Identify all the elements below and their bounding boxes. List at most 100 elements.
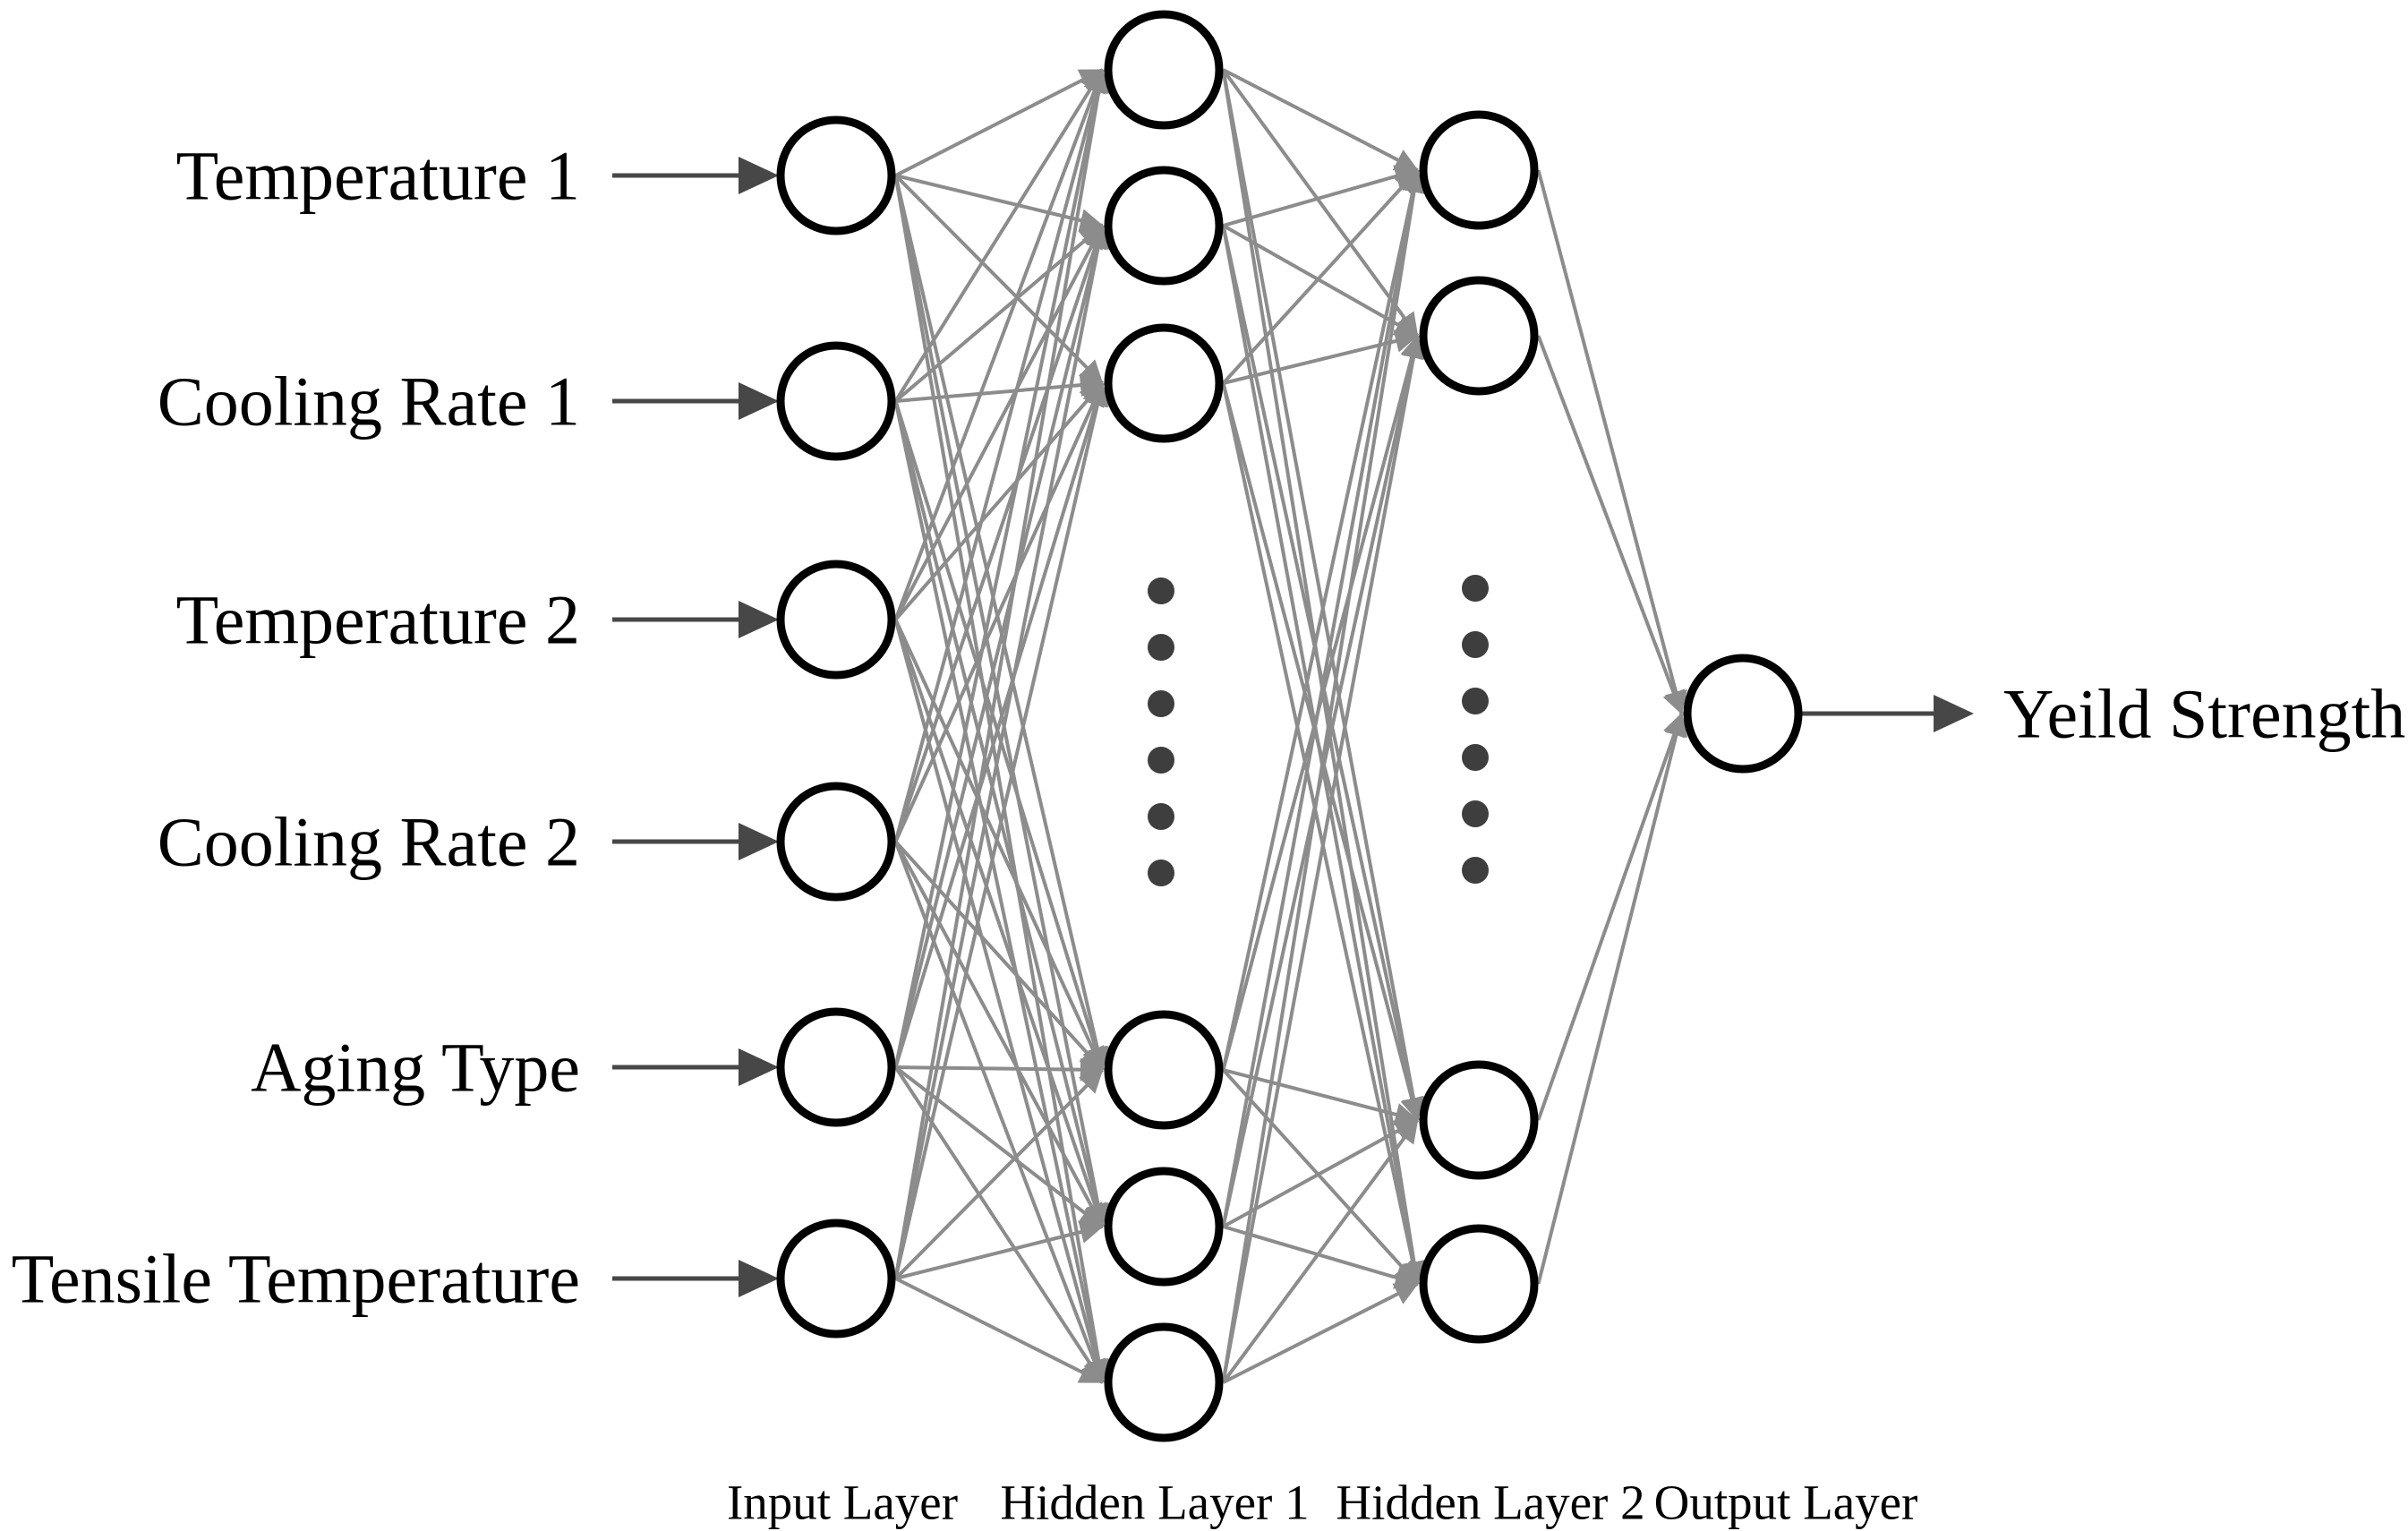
connection-hidden1-to-hidden2: [1221, 168, 1425, 1227]
hidden2-ellipsis-dot: [1462, 744, 1489, 771]
connection-input-to-hidden1: [893, 68, 1106, 620]
connection-input-to-hidden1: [893, 68, 1108, 842]
connection-hidden1-to-hidden2: [1221, 1118, 1420, 1384]
connection-input-to-hidden1: [893, 1065, 1105, 1384]
output-neuron-node: [1683, 654, 1803, 774]
hidden1-ellipsis-dot: [1148, 860, 1174, 886]
input-arrow-1-head-icon: [739, 382, 779, 420]
connection-input-to-hidden1: [893, 68, 1110, 1068]
hidden2-neuron-node: [1419, 276, 1539, 396]
connection-input-to-hidden1: [893, 175, 1109, 1072]
input-neuron-node: [776, 782, 896, 902]
hidden2-ellipsis-dot: [1462, 688, 1489, 714]
layer-label: Hidden Layer 1: [1000, 1475, 1309, 1530]
connection-hidden1-to-hidden2: [1222, 168, 1419, 385]
hidden1-ellipsis-dot: [1148, 747, 1174, 774]
connection-hidden1-to-hidden2: [1222, 1282, 1419, 1384]
connection-hidden1-to-hidden2: [1222, 1225, 1419, 1289]
connection-input-to-hidden1: [893, 224, 1105, 620]
hidden1-ellipsis-dot: [1148, 803, 1174, 830]
layer-label: Input Layer: [727, 1475, 958, 1530]
connection-input-to-hidden1: [893, 619, 1108, 1384]
hidden1-ellipsis-dot: [1148, 690, 1174, 717]
connection-hidden1-to-hidden2: [1221, 382, 1424, 1286]
hidden2-ellipsis-dot: [1462, 857, 1489, 884]
connection-input-to-hidden1: [893, 381, 1105, 842]
input-label: Tensile Temperature: [12, 1240, 580, 1318]
input-arrow-2-head-icon: [739, 601, 779, 638]
input-label: Cooling Rate 1: [158, 363, 580, 440]
hidden1-neuron-node: [1104, 1322, 1224, 1442]
io-arrows-group: [612, 157, 1974, 1297]
hidden2-ellipsis-dot: [1462, 631, 1489, 658]
hidden2-neuron-node: [1419, 110, 1539, 230]
input-label: Cooling Rate 2: [158, 803, 580, 881]
connection-input-to-hidden1: [893, 224, 1106, 842]
connection-hidden2-to-output: [1536, 335, 1685, 715]
connection-input-to-hidden1: [895, 373, 1104, 403]
hidden1-neuron-node: [1104, 1010, 1224, 1130]
connection-input-to-hidden1: [893, 381, 1105, 621]
connection-input-to-hidden1: [895, 1220, 1104, 1280]
connection-input-to-hidden1: [894, 1068, 1104, 1280]
labels-group: Temperature 1 Cooling Rate 1 Temperature 2…: [12, 137, 2406, 1530]
connection-input-to-hidden1: [893, 381, 1107, 1068]
hidden1-neuron-node: [1104, 166, 1224, 286]
connection-input-to-hidden1: [893, 224, 1110, 1279]
layer-label: Hidden Layer 2: [1336, 1475, 1644, 1530]
input-label: Temperature 2: [176, 581, 580, 659]
connection-input-to-hidden1: [895, 174, 1104, 232]
hidden2-neuron-node: [1419, 1224, 1539, 1344]
input-label: Aging Type: [251, 1029, 580, 1107]
hidden1-neuron-node: [1104, 10, 1224, 130]
input-neuron-node: [776, 560, 896, 680]
connection-input-to-hidden1: [893, 619, 1106, 1228]
output-label: Yeild Strength: [2003, 675, 2405, 753]
connection-input-to-hidden1: [893, 400, 1110, 1384]
output-arrow-head-icon: [1934, 695, 1974, 732]
connection-input-to-hidden1: [893, 68, 1105, 403]
input-arrow-0-head-icon: [739, 157, 779, 194]
hidden2-ellipsis-dot: [1462, 575, 1489, 602]
connection-hidden1-to-hidden2: [1222, 165, 1419, 227]
hidden1-ellipsis-dot: [1148, 577, 1174, 604]
connection-hidden2-to-output: [1536, 169, 1687, 715]
connection-input-to-hidden1: [894, 224, 1104, 403]
connection-input-to-hidden1: [894, 174, 1104, 385]
connection-input-to-hidden1: [894, 840, 1104, 1072]
connection-lines-group: [893, 68, 1688, 1384]
input-arrow-4-head-icon: [739, 1048, 779, 1086]
hidden2-neuron-node: [1419, 1060, 1539, 1180]
connection-hidden1-to-hidden2: [1221, 68, 1420, 338]
connection-input-to-hidden1: [893, 224, 1109, 1068]
connection-input-to-hidden1: [893, 400, 1109, 1228]
connection-hidden2-to-output: [1536, 712, 1686, 1121]
hidden1-neuron-node: [1104, 1167, 1224, 1287]
connection-input-to-hidden1: [894, 1277, 1104, 1384]
input-neuron-node: [776, 341, 896, 461]
hidden2-ellipsis-dot: [1462, 800, 1489, 827]
input-neuron-node: [776, 115, 896, 235]
connection-input-to-hidden1: [893, 175, 1110, 1228]
connection-hidden1-to-hidden2: [1221, 334, 1425, 1383]
connection-input-to-hidden1: [893, 175, 1111, 1384]
connection-hidden1-to-hidden2: [1221, 382, 1423, 1122]
input-arrow-3-head-icon: [739, 823, 779, 860]
connection-hidden1-to-hidden2: [1221, 168, 1426, 1383]
connection-hidden1-to-hidden2: [1222, 1068, 1419, 1286]
input-neuron-node: [776, 1007, 896, 1127]
layer-label: Output Layer: [1654, 1475, 1918, 1530]
input-label: Temperature 1: [176, 137, 580, 215]
neuron-nodes-group: [776, 10, 1803, 1442]
hidden1-ellipsis-dot: [1148, 634, 1174, 661]
connection-input-to-hidden1: [894, 68, 1104, 177]
ellipsis-dots-group: [1148, 575, 1489, 886]
connection-hidden2-to-output: [1536, 712, 1688, 1285]
connection-input-to-hidden1: [893, 381, 1109, 1279]
input-neuron-node: [776, 1219, 896, 1339]
connection-input-to-hidden1: [893, 68, 1111, 1279]
connection-hidden1-to-hidden2: [1222, 68, 1419, 172]
connection-hidden1-to-hidden2: [1221, 168, 1424, 1071]
